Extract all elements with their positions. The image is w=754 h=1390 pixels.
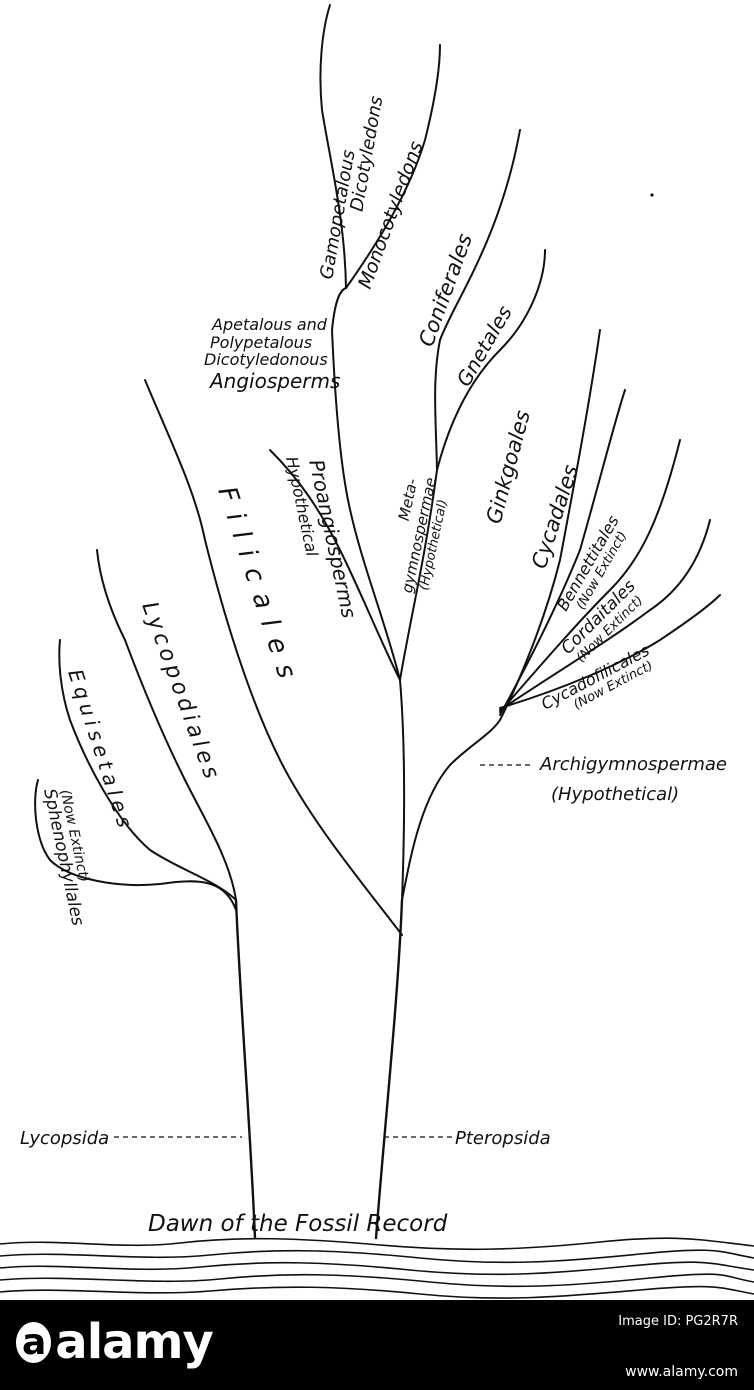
lycopsida-trunk [234, 898, 257, 1240]
pteropsida-label: Pteropsida [455, 1128, 551, 1149]
branch-sphenophyllales [34, 779, 237, 911]
branch-gnetales [436, 249, 546, 471]
branch-cycadofilicales [499, 594, 721, 709]
ginkgoales-label: Ginkgoales [482, 408, 535, 527]
phylogenetic-tree-diagram: Dawn of the Fossil Record Lycopsida Pter… [0, 4, 754, 1299]
angiosperms-line4: Angiosperms [208, 369, 340, 393]
stem-proangiosperm-node [399, 679, 406, 901]
branch-cycadales [499, 389, 626, 716]
cycadofilicales-label: Cycadofilicales (Now Extinct) [538, 638, 664, 726]
branch-proangiosperms [269, 449, 401, 681]
coniferales-label: Coniferales [414, 230, 477, 349]
pteropsida-trunk [374, 898, 404, 1240]
ground-label: Dawn of the Fossil Record [148, 1211, 448, 1237]
metagymnospermae-label: Meta- gymnospermae (Hypothetical) [380, 468, 455, 598]
branch-monocotyledons [345, 44, 441, 289]
cycadales-label: Cycadales [527, 462, 583, 572]
branch-gamopetalous [319, 4, 347, 289]
image-id-label: Image ID: PG2R7R [618, 1314, 738, 1329]
stem-angiosperm-crown [331, 287, 347, 331]
angiosperms-line2: Polypetalous [210, 333, 312, 352]
archigymnospermae-label: Archigymnospermae (Hypothetical) [539, 754, 733, 805]
branch-filicales [144, 379, 403, 936]
branch-equisetales [58, 639, 237, 901]
archigymnospermae-line2: (Hypothetical) [551, 784, 679, 805]
angiosperms-line3: Dicotyledonous [204, 350, 328, 369]
branch-coniferales [434, 129, 521, 471]
footer-url[interactable]: www.alamy.com [625, 1364, 738, 1380]
lycopsida-label: Lycopsida [20, 1128, 109, 1149]
stem-metagymnospermae [399, 469, 438, 681]
archigymnospermae-line1: Archigymnospermae [539, 754, 727, 775]
branch-cordaitales [499, 519, 711, 711]
stem-archigymnospermae [401, 719, 501, 901]
brand-logo-mark: a [16, 1322, 52, 1363]
angiosperms-label: Apetalous and Polypetalous Dicotyledonou… [204, 315, 340, 393]
branch-bennettitales [499, 439, 681, 713]
proangiosperms-label: Hypothetical Proangiosperms [282, 449, 361, 624]
image-id-block: Image ID: PG2R7R [618, 1314, 738, 1329]
angiosperms-line1: Apetalous and [211, 315, 328, 334]
lycopodiales-label: Lycopodiales [136, 599, 225, 786]
branch-lycopodiales [96, 549, 237, 901]
fossil-record-baseline [0, 1237, 754, 1299]
gnetales-label: Gnetales [452, 302, 517, 391]
ink-speck [650, 193, 654, 197]
brand-name: alamy [55, 1314, 214, 1370]
stem-angiosperms [331, 329, 401, 681]
filicales-label: Filicales [211, 483, 305, 694]
